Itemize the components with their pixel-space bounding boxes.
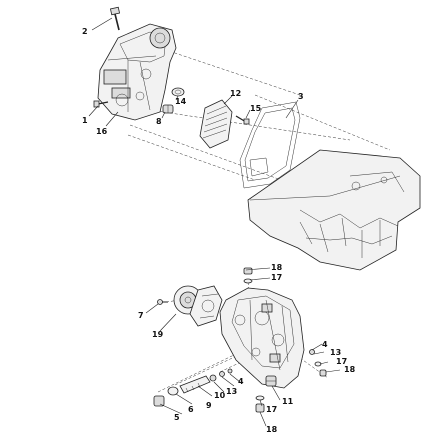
callout-4-right: 4 [322,340,328,349]
callout-13-left: 13 [226,387,237,396]
callout-17-bottom: 17 [266,405,277,414]
callout-18-bottom: 18 [266,425,278,434]
lower-housing [219,287,305,389]
callout-6: 6 [188,405,194,414]
lower-callouts: 18 17 7 19 4 13 17 18 4 13 10 9 6 5 11 1… [138,263,356,434]
callout-8: 8 [156,117,162,126]
callout-17-top: 17 [271,273,282,282]
fitting-part-8 [162,104,174,114]
callout-16: 16 [96,127,108,136]
plug-part-18-bottom [255,395,265,413]
callout-14: 14 [175,97,187,106]
oil-pan [247,149,421,271]
plug-part-18-top [243,267,253,284]
callout-7: 7 [138,311,144,320]
bolt-part-1 [93,100,109,108]
right-small-parts [309,349,327,377]
o-ring-part-14 [171,87,185,97]
housing-part-2 [97,23,177,121]
callout-18-right: 18 [344,365,356,374]
callout-18-top: 18 [271,263,283,272]
sensor-assembly [153,368,233,407]
callout-2: 2 [82,27,88,36]
callout-4-left: 4 [238,377,244,386]
gasket-part-3 [239,101,301,189]
callout-1: 1 [82,116,88,125]
callout-9: 9 [206,401,212,410]
callout-17-right: 17 [336,357,347,366]
lower-leader-lines [145,267,341,427]
callout-13-right: 13 [330,348,341,357]
bolt-part-15 [235,115,250,125]
callout-5: 5 [174,413,180,422]
callout-19: 19 [152,330,164,339]
pump-part-19 [173,285,223,327]
upper-callouts: 2 1 16 8 14 12 15 3 [82,27,304,136]
callout-15: 15 [250,104,262,113]
bolt-part-7 [157,299,168,305]
callout-12: 12 [230,89,241,98]
callout-10: 10 [214,391,226,400]
upper-leader-lines [88,17,299,127]
callout-3: 3 [298,92,304,101]
drain-plug-part-11 [265,375,277,387]
cooler-part-12 [199,99,233,149]
bolt-part-2 [109,6,121,31]
callout-11: 11 [282,397,294,406]
